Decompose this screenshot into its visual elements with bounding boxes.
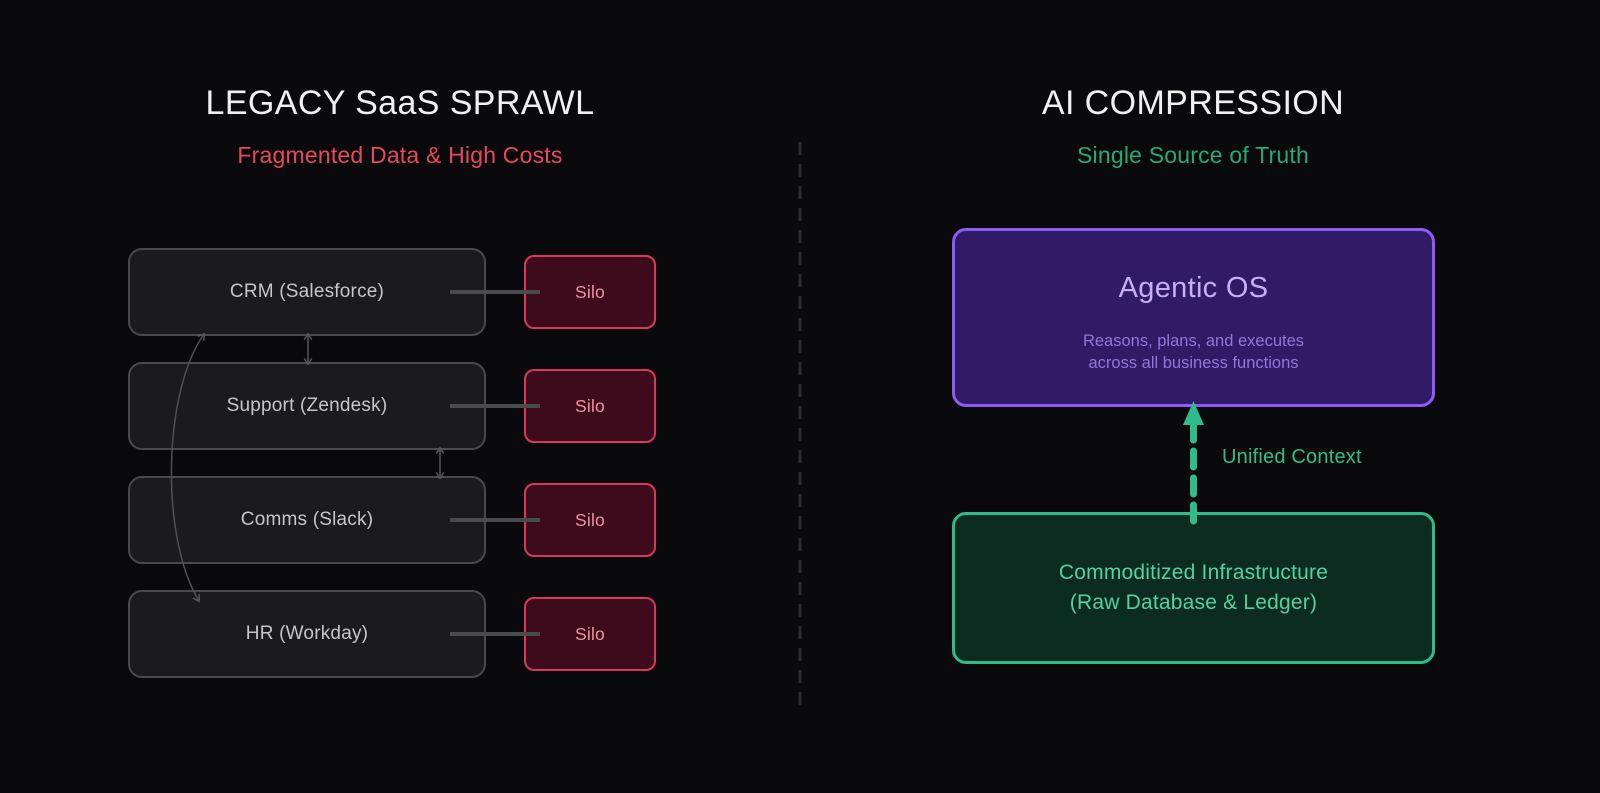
app-box-crm: CRM (Salesforce) — [128, 248, 486, 336]
agentic-os-description: Reasons, plans, and executes across all … — [1083, 330, 1304, 374]
silo-box-crm: Silo — [524, 255, 656, 329]
infrastructure-text: Commoditized Infrastructure (Raw Databas… — [1059, 558, 1328, 618]
agentic-os-box: Agentic OS Reasons, plans, and executes … — [952, 228, 1435, 407]
silo-box-hr-label: Silo — [575, 623, 605, 644]
silo-box-hr: Silo — [524, 597, 656, 671]
left-section-title: LEGACY SaaS SPRAWL — [205, 84, 595, 122]
agentic-os-description-line1: Reasons, plans, and executes — [1082, 331, 1305, 350]
unified-context-label: Unified Context — [1222, 446, 1362, 468]
app-box-hr-label: HR (Workday) — [245, 623, 369, 644]
silo-box-support: Silo — [524, 369, 656, 443]
silo-box-support-label: Silo — [575, 395, 605, 416]
infrastructure-line1: Commoditized Infrastructure — [1058, 561, 1329, 584]
left-section-subtitle: Fragmented Data & High Costs — [237, 142, 563, 168]
silo-box-crm-label: Silo — [575, 281, 605, 302]
right-section-subtitle: Single Source of Truth — [1077, 142, 1309, 168]
right-section-title: AI COMPRESSION — [1041, 84, 1345, 122]
app-box-support: Support (Zendesk) — [128, 362, 486, 450]
silo-box-comms-label: Silo — [575, 509, 605, 530]
app-box-support-label: Support (Zendesk) — [226, 395, 388, 416]
app-box-comms: Comms (Slack) — [128, 476, 486, 564]
infrastructure-line2: (Raw Database & Ledger) — [1069, 591, 1318, 614]
app-box-crm-label: CRM (Salesforce) — [229, 281, 385, 302]
app-box-hr: HR (Workday) — [128, 590, 486, 678]
app-box-comms-label: Comms (Slack) — [240, 509, 374, 530]
infrastructure-box: Commoditized Infrastructure (Raw Databas… — [952, 512, 1435, 664]
agentic-os-description-line2: across all business functions — [1088, 353, 1299, 372]
agentic-os-title: Agentic OS — [1118, 271, 1269, 304]
silo-box-comms: Silo — [524, 483, 656, 557]
